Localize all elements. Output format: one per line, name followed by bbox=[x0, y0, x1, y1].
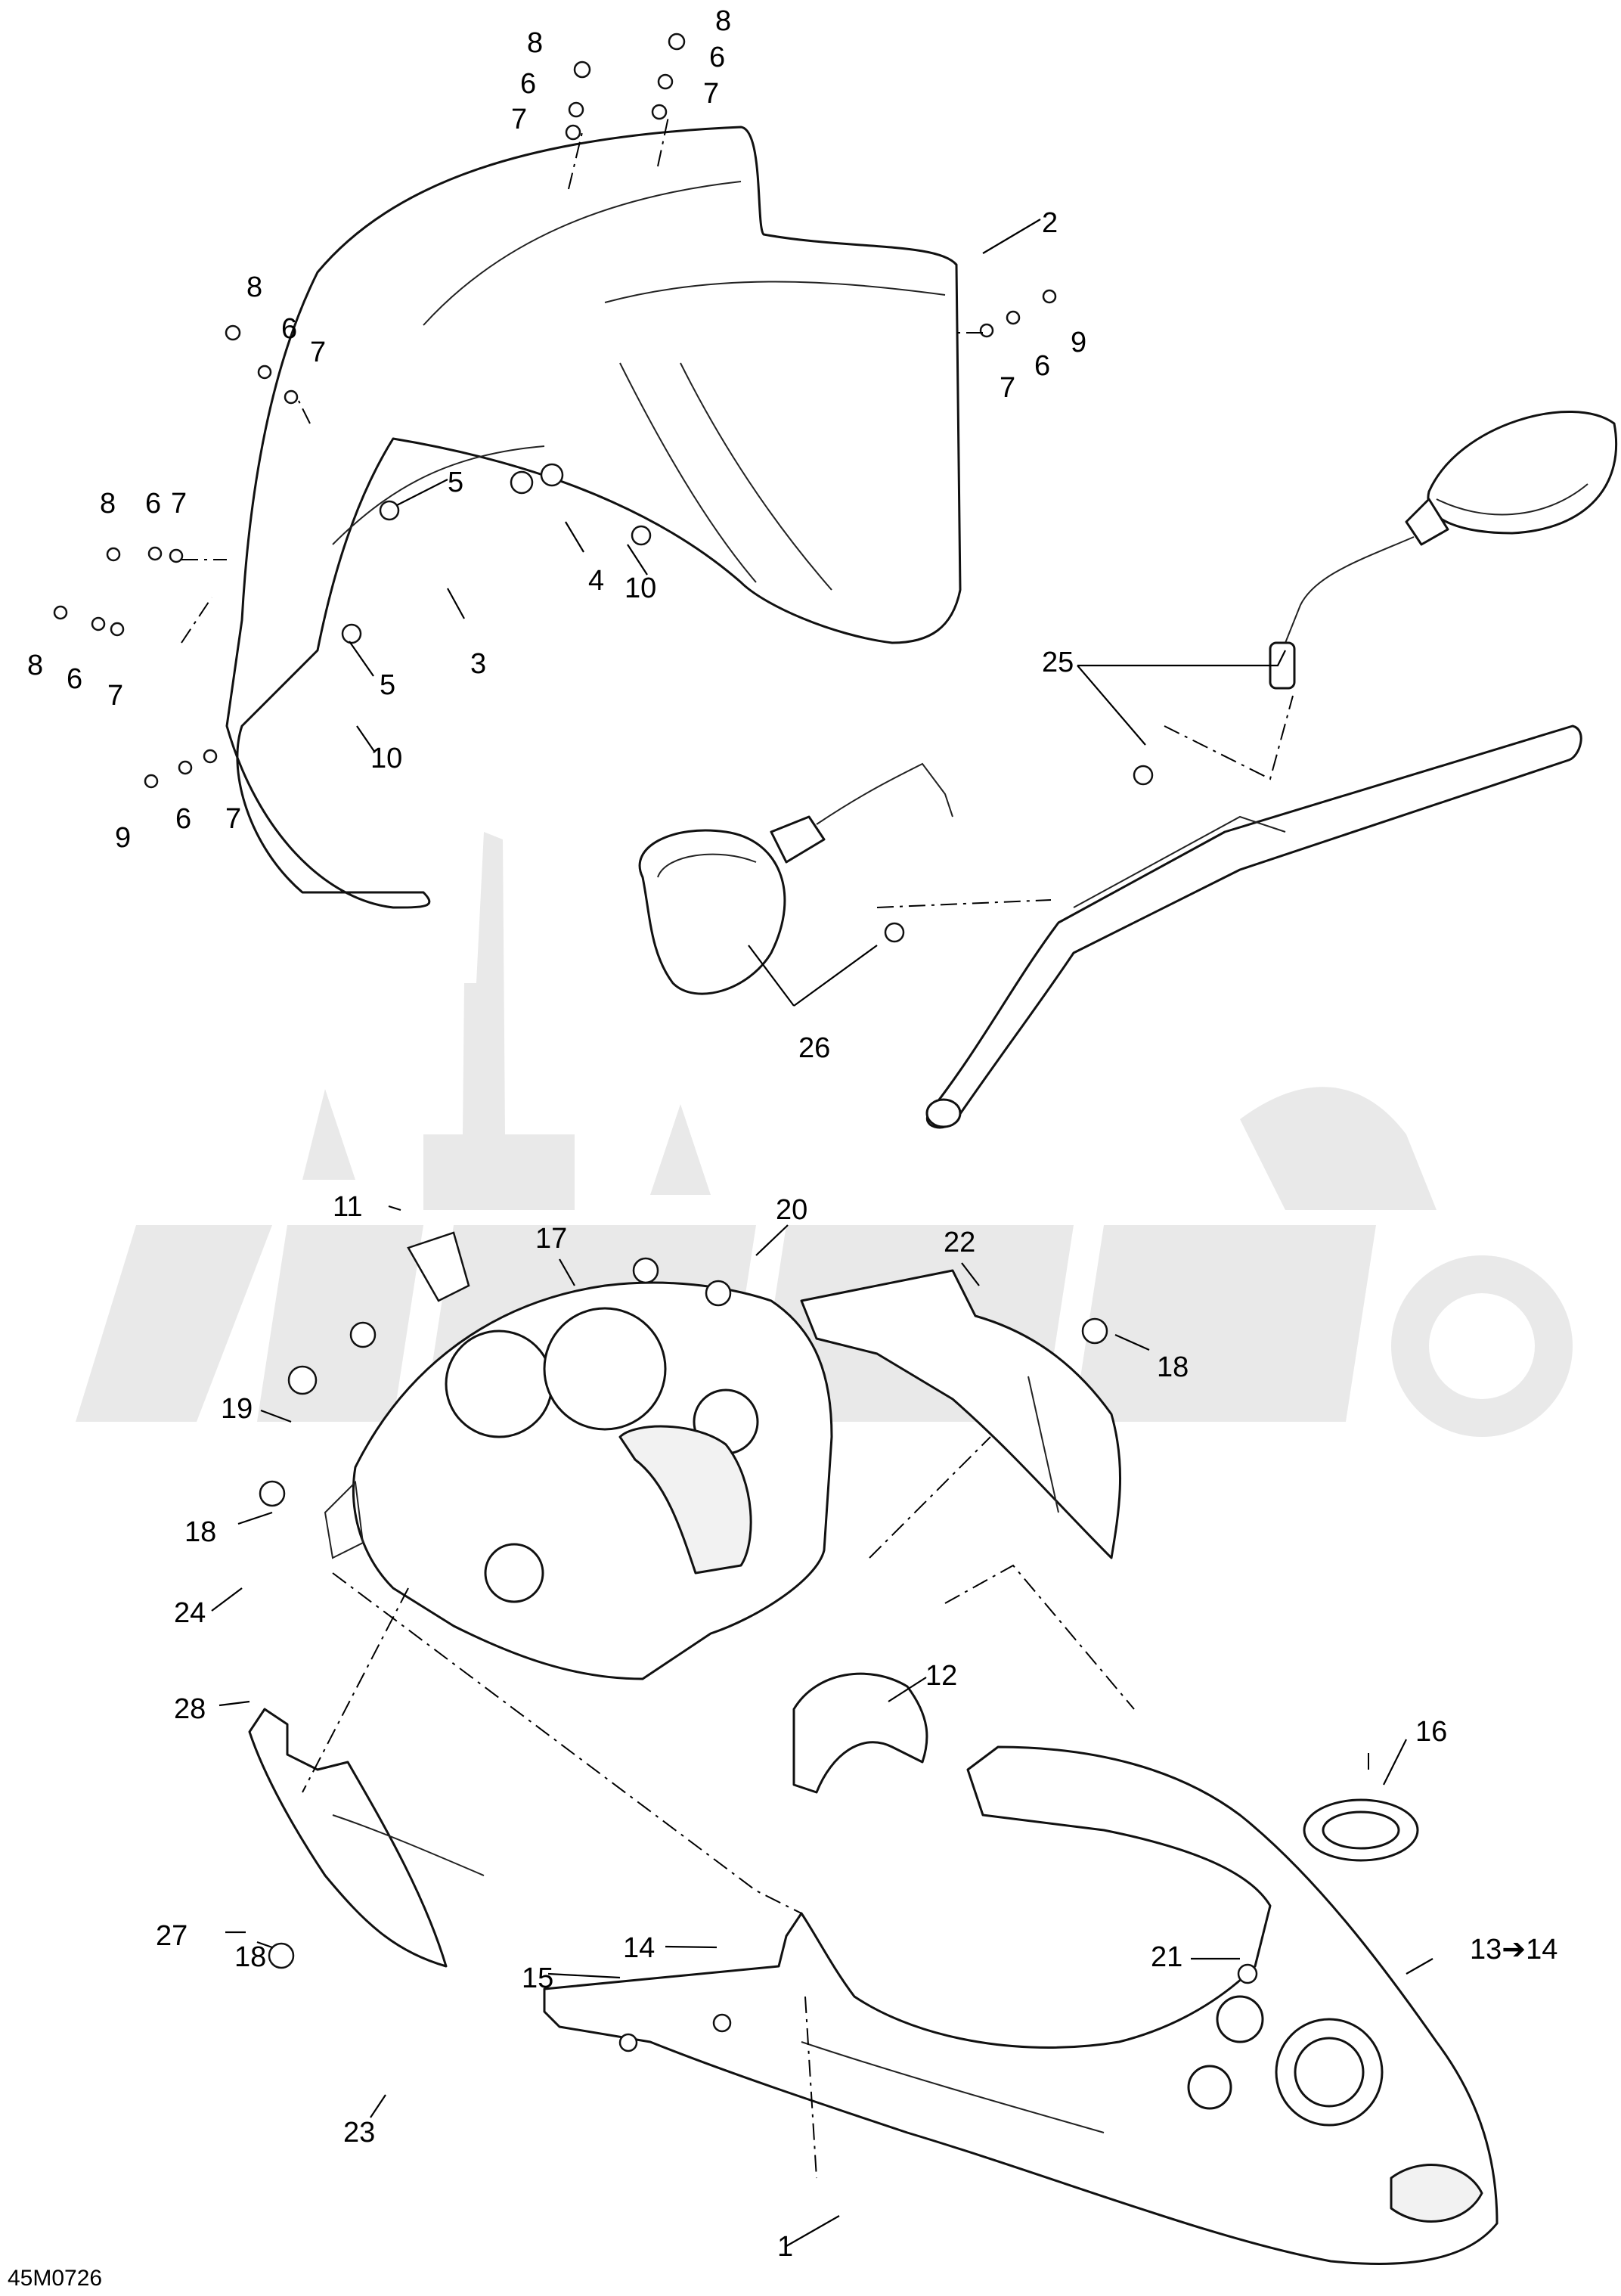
callout-7b: 7 bbox=[703, 78, 719, 110]
callout-6a: 6 bbox=[520, 68, 536, 100]
callout-labels: 1 2 3 4 5 5 6 6 6 6 6 6 6 7 7 7 7 7 7 7 … bbox=[8, 5, 1557, 2291]
ring-16 bbox=[1303, 1798, 1419, 1862]
callout-10b: 10 bbox=[370, 743, 402, 774]
callout-6g: 6 bbox=[175, 803, 191, 835]
callout-28: 28 bbox=[174, 1693, 206, 1725]
callout-9a: 9 bbox=[1071, 327, 1086, 358]
callout-6e: 6 bbox=[67, 663, 82, 695]
callout-17: 17 bbox=[535, 1223, 567, 1255]
callout-5a: 5 bbox=[448, 467, 463, 498]
hardware bbox=[53, 33, 1258, 2052]
callout-6f: 6 bbox=[1034, 350, 1050, 382]
callout-27: 27 bbox=[156, 1920, 188, 1952]
lower-body-13 bbox=[543, 1745, 1499, 2265]
diagram-code: 45M0726 bbox=[8, 2266, 102, 2291]
callout-13: 13➔14 bbox=[1470, 1934, 1557, 1966]
callout-9b: 9 bbox=[115, 822, 131, 854]
callout-16: 16 bbox=[1415, 1716, 1447, 1748]
callout-12: 12 bbox=[925, 1660, 957, 1692]
callout-7e: 7 bbox=[107, 680, 123, 712]
watermark-logo bbox=[76, 832, 1573, 1437]
callout-2: 2 bbox=[1042, 207, 1058, 239]
callout-8c: 8 bbox=[246, 271, 262, 303]
callout-10a: 10 bbox=[625, 572, 656, 604]
callout-18a: 18 bbox=[1157, 1351, 1189, 1383]
leader-lines bbox=[211, 219, 1433, 2247]
callout-4: 4 bbox=[588, 565, 604, 597]
mirror-left bbox=[638, 762, 953, 995]
callout-26: 26 bbox=[798, 1032, 830, 1064]
callout-21: 21 bbox=[1151, 1941, 1182, 1973]
callout-8e: 8 bbox=[27, 650, 43, 681]
callout-22: 22 bbox=[944, 1227, 975, 1258]
callout-7d: 7 bbox=[171, 488, 187, 520]
callout-5b: 5 bbox=[380, 669, 395, 701]
callout-6d: 6 bbox=[145, 488, 161, 520]
cover-12 bbox=[792, 1672, 928, 1794]
callout-11: 11 bbox=[333, 1191, 362, 1223]
callout-3: 3 bbox=[470, 648, 486, 680]
callout-7a: 7 bbox=[511, 104, 527, 135]
callout-7f: 7 bbox=[1000, 372, 1015, 404]
callout-6c: 6 bbox=[281, 313, 297, 345]
instrument-panel bbox=[324, 1281, 833, 1680]
callout-23: 23 bbox=[343, 2117, 375, 2149]
callout-8b: 8 bbox=[715, 5, 731, 37]
callout-24: 24 bbox=[174, 1597, 206, 1629]
handlebar bbox=[925, 724, 1582, 1129]
assembly-lines bbox=[181, 113, 1369, 2179]
callout-1: 1 bbox=[777, 2231, 793, 2263]
callout-8d: 8 bbox=[100, 488, 116, 520]
callout-18c: 18 bbox=[234, 1941, 266, 1973]
mirror-right bbox=[1269, 411, 1618, 690]
side-panel-22 bbox=[800, 1269, 1122, 1559]
callout-19: 19 bbox=[221, 1393, 253, 1425]
windshield bbox=[225, 126, 962, 909]
callout-20: 20 bbox=[776, 1194, 807, 1226]
callout-7c: 7 bbox=[310, 337, 326, 368]
callout-18b: 18 bbox=[184, 1516, 216, 1548]
callout-25: 25 bbox=[1042, 647, 1074, 678]
callout-15: 15 bbox=[522, 1962, 553, 1994]
callout-7g: 7 bbox=[225, 803, 241, 835]
side-cover-23 bbox=[248, 1708, 485, 1968]
callout-8a: 8 bbox=[527, 27, 543, 59]
callout-6b: 6 bbox=[709, 42, 725, 73]
callout-14: 14 bbox=[623, 1932, 655, 1964]
